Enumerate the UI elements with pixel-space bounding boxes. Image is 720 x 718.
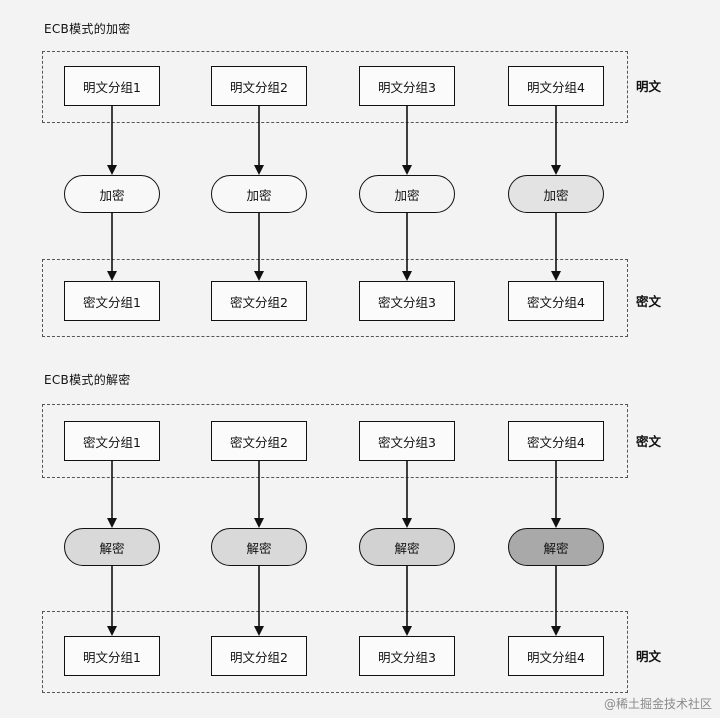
encryption-bottom-label: 密文 <box>636 294 662 309</box>
dec-op-1: 解密 <box>64 528 160 566</box>
decryption-title: ECB模式的解密 <box>44 373 131 387</box>
enc-op-3: 加密 <box>359 175 455 213</box>
enc-output-block-1: 密文分组1 <box>64 281 160 321</box>
decryption-ciphertext-group <box>42 404 628 478</box>
encryption-plaintext-group <box>42 51 628 123</box>
encryption-top-label: 明文 <box>636 79 662 94</box>
dec-output-block-3: 明文分组3 <box>359 636 455 676</box>
enc-input-block-3: 明文分组3 <box>359 66 455 106</box>
decryption-plaintext-group <box>42 611 628 693</box>
decryption-bottom-label: 明文 <box>636 649 662 664</box>
enc-input-block-1: 明文分组1 <box>64 66 160 106</box>
enc-input-block-2: 明文分组2 <box>211 66 307 106</box>
enc-op-1: 加密 <box>64 175 160 213</box>
dec-output-block-4: 明文分组4 <box>508 636 604 676</box>
dec-input-block-2: 密文分组2 <box>211 421 307 461</box>
dec-output-block-1: 明文分组1 <box>64 636 160 676</box>
dec-output-block-2: 明文分组2 <box>211 636 307 676</box>
enc-op-4: 加密 <box>508 175 604 213</box>
enc-output-block-2: 密文分组2 <box>211 281 307 321</box>
decryption-top-label: 密文 <box>636 434 662 449</box>
enc-input-block-4: 明文分组4 <box>508 66 604 106</box>
dec-input-block-3: 密文分组3 <box>359 421 455 461</box>
enc-output-block-3: 密文分组3 <box>359 281 455 321</box>
enc-op-2: 加密 <box>211 175 307 213</box>
dec-op-2: 解密 <box>211 528 307 566</box>
dec-input-block-1: 密文分组1 <box>64 421 160 461</box>
dec-input-block-4: 密文分组4 <box>508 421 604 461</box>
encryption-ciphertext-group <box>42 259 628 337</box>
dec-op-3: 解密 <box>359 528 455 566</box>
enc-output-block-4: 密文分组4 <box>508 281 604 321</box>
dec-op-4: 解密 <box>508 528 604 566</box>
watermark: @稀土掘金技术社区 <box>603 697 712 711</box>
encryption-title: ECB模式的加密 <box>44 22 131 36</box>
